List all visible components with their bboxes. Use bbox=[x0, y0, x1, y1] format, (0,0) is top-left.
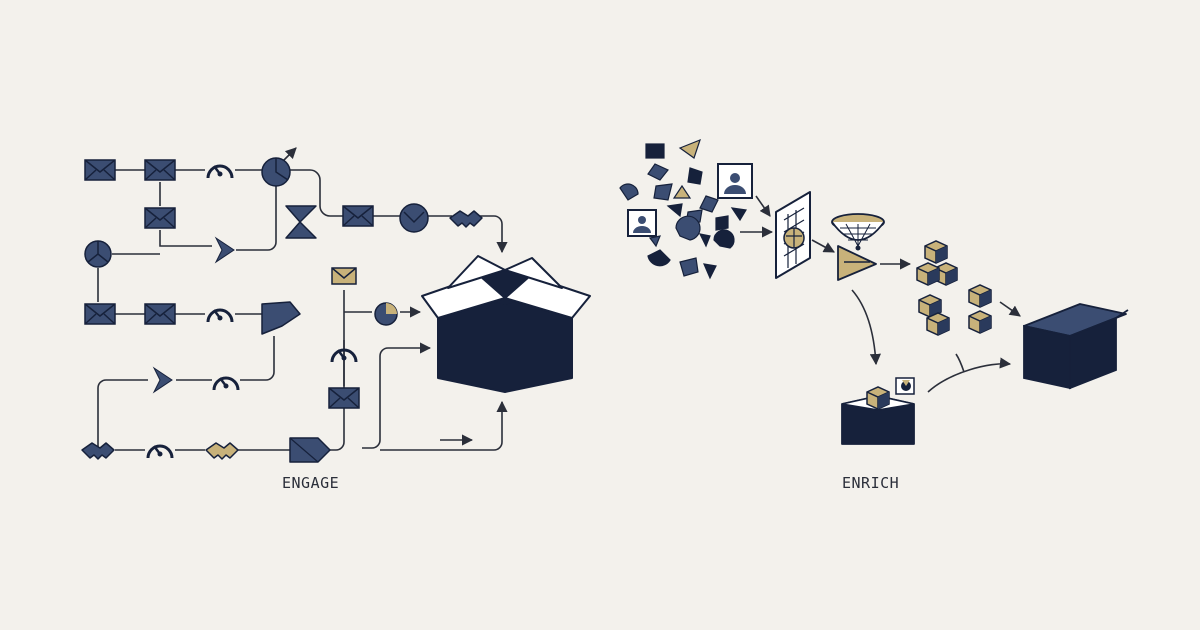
photo-icon bbox=[717, 163, 753, 199]
envelope-icon bbox=[84, 159, 116, 181]
target-icon bbox=[399, 203, 429, 233]
envelope-icon bbox=[331, 267, 357, 285]
pie-icon bbox=[261, 157, 291, 187]
funnel-icon bbox=[837, 245, 877, 281]
tag-icon bbox=[289, 437, 331, 463]
handshake-icon bbox=[205, 442, 239, 460]
pie-icon bbox=[374, 302, 398, 326]
gauge-icon bbox=[146, 444, 174, 460]
shape-fragments bbox=[619, 138, 747, 280]
envelope-icon bbox=[144, 207, 176, 229]
hourglass-icon bbox=[285, 205, 317, 239]
flag-icon bbox=[261, 301, 301, 335]
envelope-icon bbox=[144, 303, 176, 325]
gauge-icon bbox=[212, 376, 240, 392]
small-box-icon bbox=[841, 377, 915, 445]
envelope-icon bbox=[144, 159, 176, 181]
sieve-icon bbox=[831, 213, 885, 251]
enrich-connectors bbox=[740, 195, 1021, 393]
gauge-icon bbox=[206, 308, 234, 324]
envelope-icon bbox=[328, 387, 360, 409]
gauge-icon bbox=[206, 164, 234, 180]
handshake-icon bbox=[449, 210, 483, 228]
chevron-icon bbox=[215, 237, 235, 263]
envelope-icon bbox=[84, 303, 116, 325]
pie-icon bbox=[84, 240, 112, 268]
engage-label: ENGAGE bbox=[282, 474, 340, 492]
envelope-icon bbox=[342, 205, 374, 227]
chevron-icon bbox=[153, 367, 173, 393]
open-box-icon bbox=[421, 255, 591, 393]
filter-screen-icon bbox=[775, 191, 811, 279]
closed-box-icon bbox=[1023, 303, 1129, 390]
engage-connectors bbox=[97, 147, 508, 451]
cube-stack-icon bbox=[916, 240, 992, 336]
enrich-label: ENRICH bbox=[842, 474, 900, 492]
photo-icon bbox=[627, 209, 657, 237]
